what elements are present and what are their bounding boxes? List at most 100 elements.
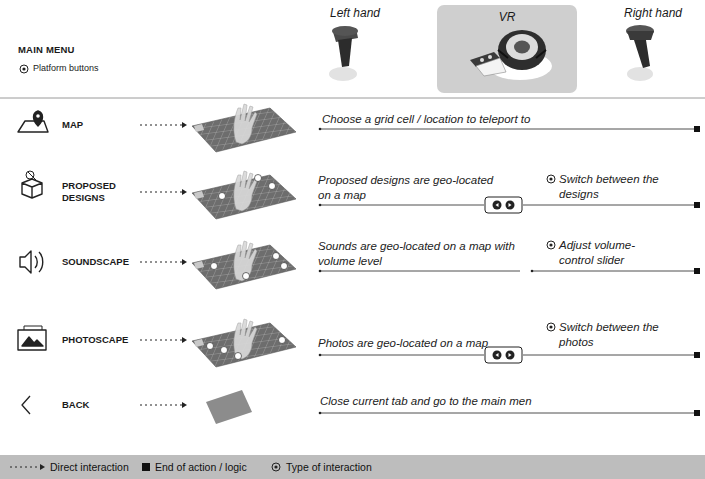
drawing-part (20, 251, 31, 273)
drawing-part (22, 337, 43, 346)
drawing-part (182, 402, 187, 408)
drawing-part (498, 50, 546, 58)
interaction-text: Switch between the photos (559, 320, 659, 350)
drawing-part (627, 67, 653, 81)
drawing-part (182, 337, 187, 343)
drawing-part (476, 58, 506, 76)
drawing-part (140, 192, 182, 193)
drawing-part (18, 330, 46, 350)
drawing-part (480, 58, 484, 62)
legend-text: Type of interaction (286, 461, 406, 474)
drawing-part (206, 390, 252, 424)
drawing-part (0, 455, 705, 479)
drawing-part (273, 253, 280, 260)
drawing-part (694, 202, 700, 208)
drawing-part (547, 323, 555, 331)
drawing-part (140, 125, 182, 126)
drawing-part (523, 355, 696, 356)
drawing-part (182, 259, 187, 265)
drawing-part (281, 263, 288, 270)
drawing-part (485, 197, 522, 213)
drawing-part (36, 114, 40, 118)
drawing-part (255, 175, 262, 182)
drawing-part (211, 263, 218, 270)
drawing-part (140, 262, 182, 263)
drawing-part (319, 204, 322, 207)
drawing-part (320, 205, 484, 206)
drawing-part (22, 396, 30, 414)
action-text: Sounds are geo-located on a map with vol… (318, 239, 523, 269)
drawing-part (320, 271, 520, 272)
drawing-part (26, 171, 34, 179)
drawing-part (182, 122, 187, 128)
controller-label: Left hand (330, 6, 420, 20)
menu-item: BACK (62, 399, 137, 411)
drawing-part (320, 413, 696, 414)
drawing-part (506, 34, 538, 60)
menu-item: PROPOSED DESIGNS (62, 180, 124, 204)
drawing-part (329, 67, 357, 81)
drawing-part (192, 104, 296, 152)
menu-title: MAIN MENU (18, 44, 138, 56)
drawing-part (320, 129, 696, 130)
drawing-part (319, 270, 322, 273)
drawing-part (221, 347, 228, 354)
drawing-part (319, 412, 322, 415)
drawing-part (207, 343, 214, 350)
controller-label: Right hand (624, 6, 702, 20)
drawing-part (192, 171, 296, 219)
drawing-part (332, 26, 358, 36)
drawing-part (269, 183, 276, 190)
drawing-part (34, 111, 43, 126)
drawing-part (320, 129, 696, 413)
drawing-part (531, 270, 534, 273)
drawing-part (40, 464, 45, 470)
drawing-part (272, 463, 280, 471)
panel-title: VR (437, 5, 577, 24)
drawing-part (514, 41, 530, 54)
drawing-part (485, 347, 522, 363)
drawing-part (140, 405, 182, 406)
drawing-part (140, 340, 182, 341)
legend-note: Platform buttons (33, 63, 153, 74)
drawing-part (498, 30, 546, 70)
drawing-part (192, 319, 296, 367)
drawing-part (10, 467, 40, 468)
drawing-part (488, 55, 492, 59)
drawing-part (142, 463, 150, 471)
drawing-part (319, 128, 322, 131)
menu-item: MAP (62, 119, 137, 131)
drawing-part (319, 354, 322, 357)
interaction-text: Adjust volume-control slider (559, 238, 651, 268)
drawing-part (235, 353, 242, 360)
drawing-part (694, 126, 700, 132)
drawing-part (22, 179, 42, 198)
menu-item: SOUNDSCAPE (62, 256, 137, 268)
drawing-part (243, 273, 250, 280)
drawing-part (182, 122, 187, 408)
drawing-part (219, 193, 226, 200)
menu-item: PHOTOSCAPE (62, 334, 137, 346)
drawing-part (634, 40, 650, 68)
drawing-part (207, 175, 288, 360)
drawing-part (532, 271, 696, 272)
drawing-part (319, 128, 534, 415)
drawing-part (279, 337, 286, 344)
drawing-part (627, 31, 654, 40)
drawing-part (694, 268, 700, 274)
drawing-part (547, 175, 555, 183)
drawing-part (338, 38, 352, 67)
drawing-part (320, 355, 484, 356)
action-text: Proposed designs are geo-located on a ma… (318, 173, 503, 203)
drawing-part (547, 241, 555, 249)
drawing-part (140, 125, 182, 405)
drawing-part (18, 111, 48, 414)
drawing-part (694, 410, 700, 416)
drawing-part (523, 205, 696, 206)
legend-text: Direct interaction (50, 461, 135, 474)
drawing-part (18, 121, 48, 132)
action-text: Photos are geo-located on a map (318, 336, 518, 351)
drawing-part (192, 241, 296, 289)
drawing-part (20, 65, 28, 73)
